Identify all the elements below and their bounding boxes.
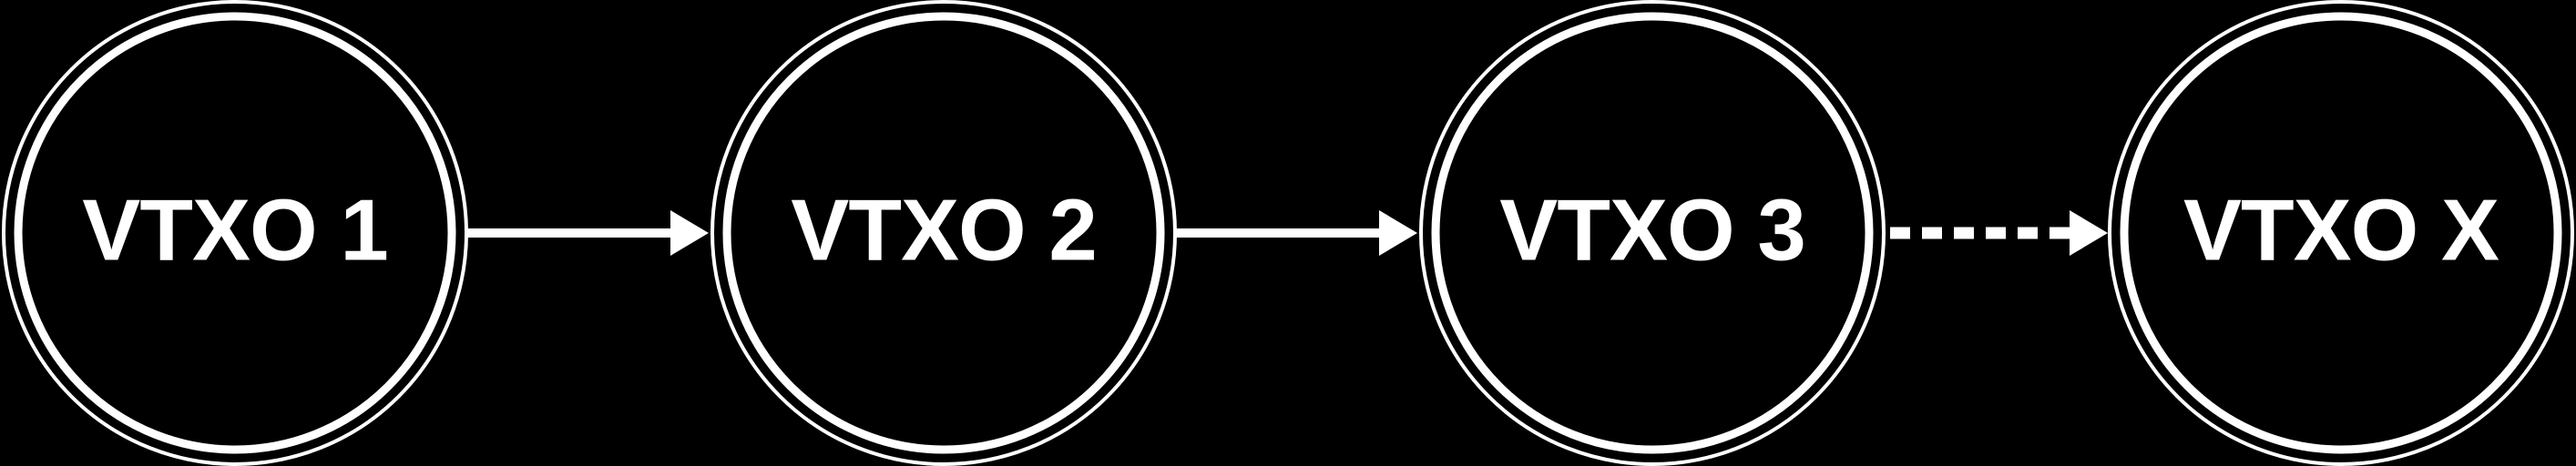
node-label-vtxo-3: VTXO 3 xyxy=(1499,181,1804,279)
node-vtxo-3[interactable]: VTXO 3 xyxy=(1419,0,1886,466)
edge-vtxo3-to-vtxox[interactable] xyxy=(1890,210,2108,256)
arrowhead-icon-3-x xyxy=(2070,210,2108,256)
node-vtxo-2[interactable]: VTXO 2 xyxy=(710,0,1177,466)
node-outer-ring-vtxo-1 xyxy=(2,0,468,466)
node-vtxo-x[interactable]: VTXO X xyxy=(2108,0,2574,466)
node-inner-ring-vtxo-3 xyxy=(1431,12,1874,454)
edge-group xyxy=(467,210,2108,256)
node-outer-ring-vtxo-3 xyxy=(1419,0,1886,466)
node-label-vtxo-2: VTXO 2 xyxy=(791,181,1096,279)
edge-vtxo2-to-vtxo3[interactable] xyxy=(1176,210,1417,256)
node-outer-ring-vtxo-x xyxy=(2108,0,2574,466)
node-inner-ring-vtxo-x xyxy=(2120,12,2562,454)
node-vtxo-1[interactable]: VTXO 1 xyxy=(2,0,468,466)
node-label-vtxo-x: VTXO X xyxy=(2183,181,2499,279)
node-label-vtxo-1: VTXO 1 xyxy=(82,181,387,279)
arrowhead-icon-2-3 xyxy=(1379,210,1417,256)
node-inner-ring-vtxo-2 xyxy=(722,12,1165,454)
node-inner-ring-vtxo-1 xyxy=(14,12,456,454)
edge-vtxo1-to-vtxo2[interactable] xyxy=(467,210,709,256)
node-outer-ring-vtxo-2 xyxy=(710,0,1177,466)
arrowhead-icon-1-2 xyxy=(670,210,709,256)
